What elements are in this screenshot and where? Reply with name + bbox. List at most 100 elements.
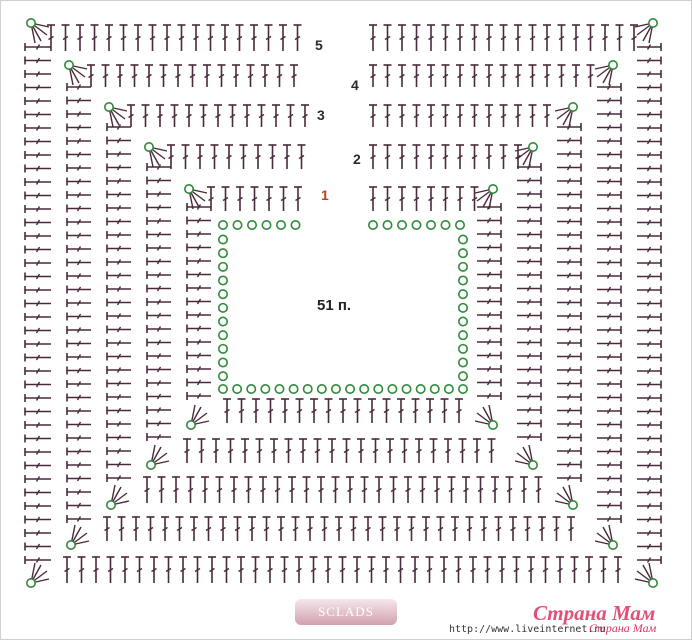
double-crochet-icon	[244, 476, 253, 503]
double-crochet-icon	[557, 379, 582, 388]
double-crochet-icon	[215, 476, 224, 503]
double-crochet-icon	[92, 556, 100, 583]
double-crochet-icon	[637, 43, 662, 51]
double-crochet-icon	[106, 217, 131, 226]
double-crochet-icon	[230, 476, 238, 503]
double-crochet-icon	[398, 144, 406, 169]
double-crochet-icon	[66, 461, 91, 469]
double-crochet-icon	[106, 433, 131, 442]
double-crochet-icon	[24, 232, 51, 240]
chain-stitch-icon	[330, 383, 341, 394]
double-crochet-icon	[557, 271, 582, 280]
double-crochet-icon	[541, 556, 550, 583]
double-crochet-icon	[146, 406, 171, 414]
chain-stitch-icon	[146, 459, 157, 470]
double-crochet-icon	[204, 516, 213, 541]
double-crochet-icon	[477, 284, 502, 292]
double-crochet-icon	[24, 407, 51, 416]
double-crochet-icon	[597, 258, 622, 267]
double-crochet-icon	[517, 392, 542, 401]
double-crochet-icon	[517, 176, 542, 185]
double-crochet-icon	[470, 24, 479, 51]
double-crochet-icon	[517, 217, 542, 225]
double-crochet-icon	[130, 64, 139, 87]
double-crochet-icon	[378, 516, 387, 541]
chain-stitch-icon	[144, 142, 155, 153]
chain-stitch-icon	[218, 330, 229, 341]
double-crochet-icon	[411, 556, 419, 583]
double-crochet-icon	[146, 244, 171, 252]
double-crochet-icon	[106, 271, 131, 280]
double-crochet-icon	[601, 24, 609, 51]
double-crochet-icon	[186, 270, 211, 279]
double-crochet-icon	[66, 204, 91, 213]
double-crochet-icon	[389, 476, 398, 503]
double-crochet-icon	[24, 151, 51, 159]
double-crochet-icon	[106, 352, 131, 361]
chain-stitch-icon	[454, 220, 465, 231]
double-crochet-icon	[320, 516, 329, 541]
double-crochet-icon	[106, 150, 131, 158]
double-crochet-icon	[415, 438, 423, 463]
double-crochet-icon	[382, 556, 390, 583]
double-crochet-icon	[246, 64, 255, 87]
chain-stitch-icon	[457, 234, 468, 245]
double-crochet-icon	[477, 257, 502, 265]
double-crochet-icon	[637, 164, 662, 173]
double-crochet-icon	[190, 516, 198, 541]
double-crochet-icon	[196, 144, 204, 169]
chain-stitch-icon	[457, 316, 468, 327]
double-crochet-icon	[353, 556, 361, 583]
double-crochet-icon	[557, 258, 582, 266]
double-crochet-icon	[24, 137, 51, 146]
double-crochet-icon	[441, 144, 450, 169]
double-crochet-icon	[24, 434, 51, 443]
double-crochet-icon	[87, 64, 95, 87]
double-crochet-icon	[597, 110, 622, 118]
double-crochet-icon	[90, 24, 99, 51]
double-crochet-icon	[186, 311, 211, 319]
double-crochet-icon	[63, 556, 71, 583]
double-crochet-icon	[557, 190, 582, 199]
double-crochet-icon	[383, 104, 392, 127]
chain-stitch-icon	[184, 184, 195, 195]
row-number-4: 4	[351, 77, 359, 93]
double-crochet-icon	[477, 297, 502, 306]
double-crochet-icon	[210, 144, 219, 169]
chain-stitch-icon	[647, 577, 658, 588]
double-crochet-icon	[66, 326, 91, 334]
double-crochet-icon	[66, 123, 91, 132]
double-crochet-icon	[106, 339, 131, 347]
chain-stitch-icon	[457, 289, 468, 300]
double-crochet-icon	[398, 104, 406, 127]
double-crochet-icon	[24, 259, 51, 267]
chain-stitch-icon	[401, 383, 412, 394]
double-crochet-icon	[353, 398, 362, 423]
double-crochet-icon	[342, 438, 351, 463]
double-crochet-icon	[106, 231, 131, 239]
double-crochet-icon	[597, 326, 622, 334]
double-crochet-icon	[429, 438, 438, 463]
double-crochet-icon	[181, 144, 190, 169]
double-crochet-icon	[157, 476, 166, 503]
double-crochet-icon	[441, 24, 450, 51]
double-crochet-icon	[517, 419, 542, 428]
double-crochet-icon	[146, 379, 171, 387]
double-crochet-icon	[637, 97, 662, 105]
double-crochet-icon	[146, 365, 171, 374]
double-crochet-icon	[597, 407, 622, 415]
double-crochet-icon	[106, 163, 131, 172]
double-crochet-icon	[66, 285, 91, 294]
double-crochet-icon	[517, 365, 542, 374]
double-crochet-icon	[252, 398, 260, 423]
chain-stitch-icon	[647, 17, 658, 28]
double-crochet-icon	[146, 257, 171, 266]
double-crochet-icon	[161, 516, 169, 541]
double-crochet-icon	[514, 24, 522, 51]
double-crochet-icon	[24, 313, 51, 321]
double-crochet-icon	[398, 24, 406, 51]
double-crochet-icon	[411, 398, 420, 423]
double-crochet-icon	[127, 104, 135, 127]
chain-stitch-icon	[63, 59, 74, 70]
double-crochet-icon	[288, 476, 296, 503]
